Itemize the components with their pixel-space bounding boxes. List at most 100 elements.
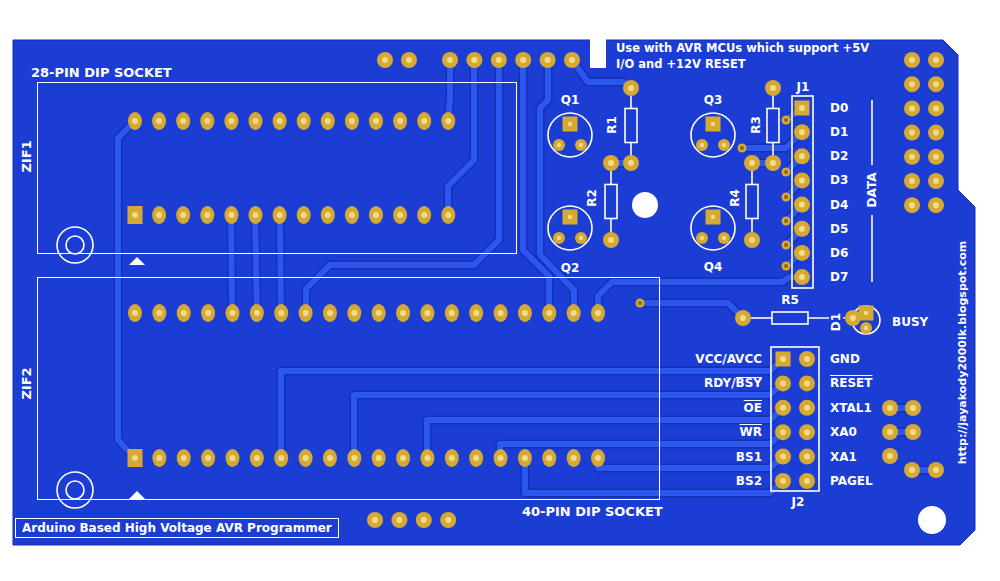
pad-hole <box>445 118 451 124</box>
pad-hole <box>595 455 601 461</box>
pad <box>775 473 791 489</box>
transistor-outline <box>691 113 735 157</box>
pin-name: D7 <box>830 271 848 283</box>
resistor-symbol <box>746 185 758 219</box>
pad <box>469 449 483 467</box>
pad <box>391 512 407 528</box>
part-ref: Q2 <box>561 262 580 274</box>
pad <box>904 462 920 478</box>
pad <box>904 197 920 213</box>
part-ref: D1 <box>829 312 843 332</box>
pad-hole <box>557 236 561 240</box>
resistor-symbol <box>767 109 779 143</box>
pad <box>323 304 337 322</box>
via-hole <box>784 195 788 199</box>
pad-hole <box>722 236 726 240</box>
pad <box>440 512 456 528</box>
pad-hole <box>372 517 378 523</box>
pad-hole <box>804 454 810 460</box>
resistor-lead <box>751 171 753 185</box>
pad-hole <box>373 212 379 218</box>
pad <box>297 206 311 224</box>
pad-hole <box>254 455 260 461</box>
pad <box>273 112 287 130</box>
pad-hole <box>740 315 746 321</box>
pad <box>200 206 214 224</box>
pad-hole <box>780 478 786 484</box>
pad <box>623 155 639 171</box>
pad-hole <box>303 310 309 316</box>
via <box>782 116 791 125</box>
pad <box>347 304 361 322</box>
overline <box>736 377 763 378</box>
pad <box>696 139 708 151</box>
pad-hole <box>887 453 893 459</box>
pad <box>420 304 434 322</box>
pad <box>744 155 760 171</box>
pad-hole <box>424 310 430 316</box>
pad-hole <box>204 118 210 124</box>
pin-name: RESET <box>830 377 872 389</box>
pad <box>401 52 417 68</box>
pin-name: WR <box>740 426 762 438</box>
via-hole <box>784 264 788 268</box>
pad-hole <box>204 212 210 218</box>
pad <box>128 304 142 322</box>
pad-hole <box>349 118 355 124</box>
bracket-line <box>871 100 873 165</box>
pad <box>152 449 166 467</box>
pad <box>417 206 431 224</box>
pad <box>396 304 410 322</box>
pad-hole <box>933 57 939 63</box>
pad-hole <box>780 356 786 362</box>
pad <box>794 197 810 213</box>
pad <box>297 112 311 130</box>
via <box>636 299 645 308</box>
socket-label: 40-PIN DIP SOCKET <box>522 505 663 518</box>
pad-hole <box>933 467 939 473</box>
trace-edge <box>255 215 257 313</box>
part-ref: R2 <box>586 189 598 207</box>
pad-hole <box>520 57 526 63</box>
pad <box>274 449 288 467</box>
pad <box>224 206 238 224</box>
socket-outline: ZIF240-PIN DIP SOCKET <box>37 277 660 500</box>
pin-name: D0 <box>830 102 848 114</box>
pad-hole <box>579 236 583 240</box>
trace-edge <box>640 303 743 318</box>
pad-hole <box>180 212 186 218</box>
square-pad <box>563 210 578 225</box>
pad <box>518 449 532 467</box>
pad-hole <box>887 405 893 411</box>
pad <box>567 304 581 322</box>
silkscreen <box>57 96 880 508</box>
pad-hole <box>711 215 715 219</box>
pad-hole <box>595 310 601 316</box>
pad <box>928 149 944 165</box>
pad <box>250 449 264 467</box>
square-pad <box>795 101 810 116</box>
trace-edge <box>231 215 232 313</box>
pad <box>176 112 190 130</box>
pad-hole <box>799 202 805 208</box>
part-ref: J1 <box>797 81 810 93</box>
pad-hole <box>628 160 634 166</box>
pad <box>904 76 920 92</box>
pad <box>299 449 313 467</box>
resistor-lead <box>772 96 774 109</box>
pad <box>799 473 815 489</box>
pad-hole <box>711 122 715 126</box>
pad <box>744 232 760 248</box>
pad-hole <box>799 274 805 280</box>
via-hole <box>638 301 642 305</box>
pad-hole <box>376 455 382 461</box>
pad-hole <box>608 160 614 166</box>
square-pad <box>706 210 721 225</box>
pad-hole <box>569 57 575 63</box>
resistor-lead <box>610 219 612 233</box>
pad <box>273 206 287 224</box>
via-hole <box>784 118 788 122</box>
pad-hole <box>181 310 187 316</box>
pad-hole <box>780 429 786 435</box>
pin-name: XA0 <box>830 426 857 438</box>
